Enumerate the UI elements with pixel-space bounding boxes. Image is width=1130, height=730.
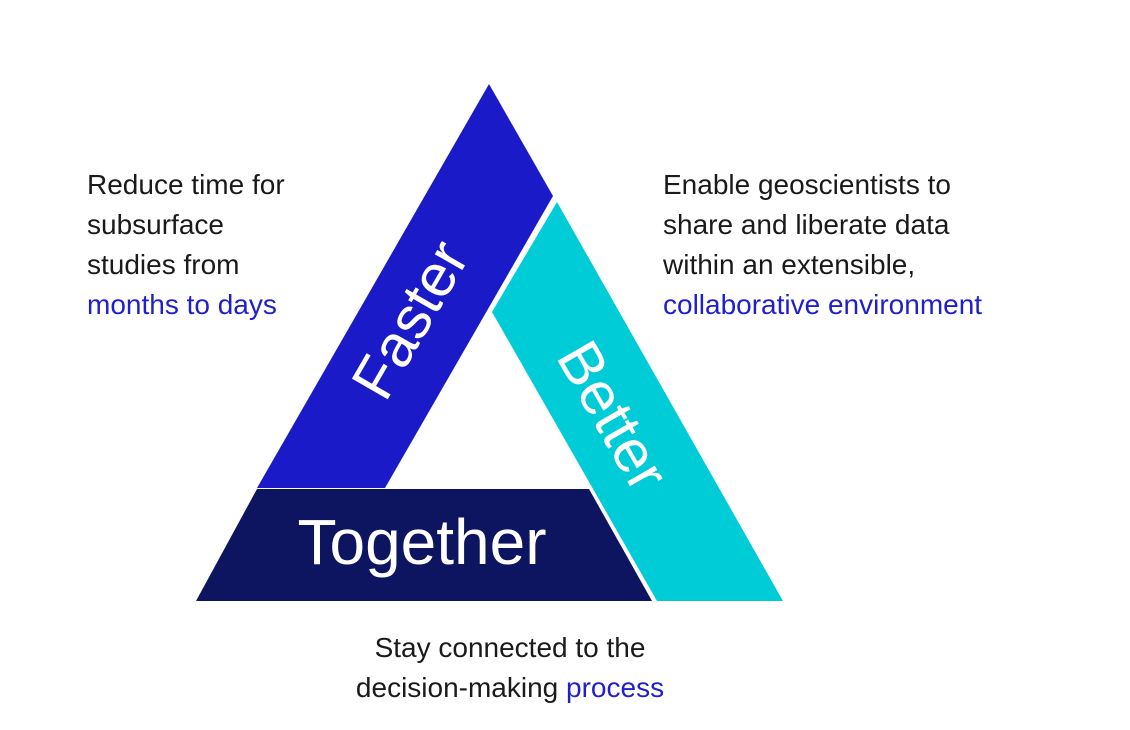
faster-caption-line-3: studies from — [87, 249, 240, 280]
better-caption-highlight: collaborative environment — [663, 289, 983, 320]
faster-caption-line-1: Reduce time for — [87, 169, 285, 200]
better-caption-line-2: share and liberate data — [663, 209, 950, 240]
together-caption-line-2: decision-making process — [320, 668, 700, 708]
together-segment — [196, 489, 652, 601]
better-caption: Enable geoscientists to share and libera… — [663, 165, 982, 325]
faster-segment — [257, 84, 553, 488]
together-caption: Stay connected to the decision-making pr… — [320, 628, 700, 708]
faster-caption: Reduce time for subsurface studies from … — [87, 165, 285, 325]
faster-caption-highlight: months to days — [87, 289, 277, 320]
better-caption-line-1: Enable geoscientists to — [663, 169, 951, 200]
together-caption-plain: decision-making — [355, 672, 567, 703]
together-caption-highlight: process — [566, 672, 665, 703]
better-segment — [492, 202, 783, 601]
together-label: Together — [297, 506, 546, 578]
better-caption-line-3: within an extensible, — [663, 249, 916, 280]
faster-caption-line-2: subsurface — [87, 209, 224, 240]
together-caption-line-1: Stay connected to the — [374, 632, 646, 663]
